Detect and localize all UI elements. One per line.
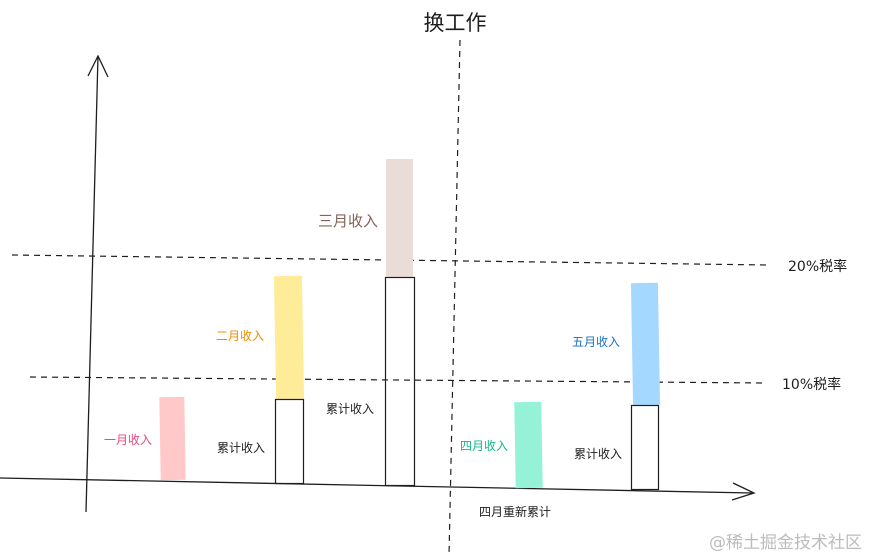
watermark: @稀土掘金技术社区 (709, 533, 862, 553)
threshold-20-label: 20%税率 (788, 258, 847, 275)
feb-cumulative-label: 累计收入 (217, 441, 265, 455)
threshold-10-line (29, 376, 767, 384)
title: 换工作 (424, 11, 487, 35)
apr-income-bar (514, 401, 543, 489)
feb-income-bar (273, 275, 305, 400)
may-income-label: 五月收入 (572, 335, 620, 349)
may-cumulative-label: 累计收入 (574, 447, 622, 461)
feb-cumulative-bar (274, 398, 305, 485)
mar-cumulative-label: 累计收入 (326, 402, 374, 416)
y-axis-arrowhead (87, 54, 109, 78)
x-axis (0, 477, 753, 494)
april-reset-label: 四月重新累计 (479, 504, 551, 519)
apr-income-label: 四月收入 (460, 439, 508, 453)
mar-income-label: 三月收入 (318, 212, 378, 230)
mar-income-bar (386, 159, 413, 277)
threshold-10-label: 10%税率 (782, 376, 841, 393)
x-axis-arrowhead (731, 482, 756, 501)
jan-income-label: 一月收入 (104, 433, 152, 447)
jan-income-bar (159, 396, 186, 481)
y-axis (85, 55, 99, 513)
feb-income-label: 二月收入 (216, 329, 264, 343)
may-income-bar (630, 282, 661, 406)
job-change-divider (448, 39, 461, 557)
may-cumulative-bar (630, 404, 660, 491)
mar-cumulative-bar (384, 276, 416, 487)
